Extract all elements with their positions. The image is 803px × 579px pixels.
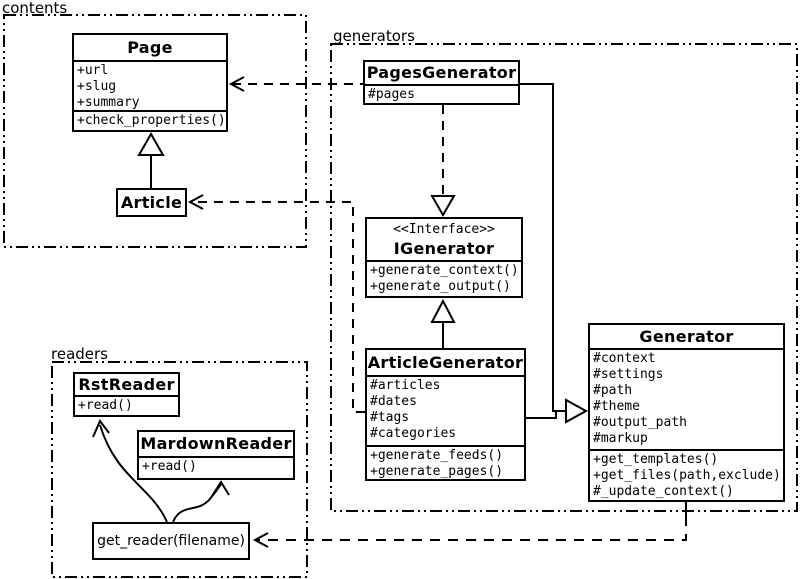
class-page-methods: +check_properties() (74, 110, 226, 130)
class-mardown-reader-title: MardownReader (140, 434, 292, 453)
package-label-readers: readers (51, 345, 108, 363)
inheritance-triangle-igenerator-bottom (430, 298, 456, 323)
class-generator-attributes: #context #settings #path #theme #output_… (590, 348, 783, 449)
method-generate-feeds: +generate_feeds() (370, 448, 504, 463)
getreader-to-mardownreader-curve (172, 483, 222, 523)
open-arrowhead-article (187, 194, 204, 210)
method-generate-pages: +generate_pages() (370, 464, 504, 479)
attribute-categories: #categories (370, 426, 457, 441)
articlegenerator-to-article-dependency-line (191, 201, 365, 413)
inheritance-triangle-generator (565, 398, 589, 424)
class-rst-reader-title: RstReader (78, 375, 175, 394)
class-pages-generator-attributes: #pages (365, 84, 518, 103)
class-igenerator-title: IGenerator (393, 239, 495, 258)
class-article-generator-attributes: #articles #dates #tags #categories (367, 375, 524, 445)
class-article-generator: ArticleGenerator #articles #dates #tags … (365, 348, 526, 481)
class-page-title: Page (127, 38, 173, 57)
package-label-generators: generators (333, 27, 415, 45)
class-article-generator-methods: +generate_feeds() +generate_pages() (367, 445, 524, 479)
inheritance-triangle-page (137, 131, 165, 156)
class-generator-title: Generator (639, 327, 734, 346)
class-generator: Generator #context #settings #path #them… (588, 323, 785, 502)
attribute-pages: #pages (368, 87, 415, 102)
method-get-templates: +get_templates() (593, 452, 719, 467)
function-label: get_reader(filename) (97, 533, 245, 549)
attribute-markup: #markup (593, 431, 648, 446)
attribute-dates: #dates (370, 394, 417, 409)
realization-triangle-igenerator-top (430, 195, 456, 217)
node-get-reader: get_reader(filename) (92, 522, 250, 560)
getreader-to-rstreader-curve (99, 424, 168, 523)
class-mardown-reader: MardownReader +read() (137, 430, 295, 480)
attribute-tags: #tags (370, 410, 410, 425)
class-igenerator-header: <<Interface>> IGenerator (367, 219, 521, 260)
package-label-contents: contents (2, 0, 68, 17)
attribute-path: #path (593, 383, 633, 398)
attribute-settings: #settings (593, 367, 664, 382)
class-page: Page +url +slug +summary +check_properti… (72, 33, 228, 132)
attribute-theme: #theme (593, 399, 640, 414)
attribute-slug: +slug (77, 79, 117, 94)
method-check-properties: +check_properties() (77, 113, 226, 128)
attribute-url: +url (77, 63, 109, 78)
articlegenerator-to-generator-line (526, 410, 566, 419)
class-igenerator-methods: +generate_context() +generate_output() (367, 260, 521, 296)
class-mardown-reader-methods: +read() (139, 456, 293, 478)
class-igenerator: <<Interface>> IGenerator +generate_conte… (365, 217, 523, 298)
class-rst-reader: RstReader +read() (73, 372, 180, 417)
method-read: +read() (78, 398, 133, 413)
open-arrowhead-get-reader (252, 532, 269, 548)
class-article-generator-title: ArticleGenerator (367, 353, 524, 372)
generators-package-border (330, 43, 798, 512)
attribute-output-path: #output_path (593, 415, 687, 430)
pagesgenerator-to-generator-line (520, 83, 566, 412)
stereotype-interface: <<Interface>> (393, 222, 495, 237)
class-page-attributes: +url +slug +summary (74, 60, 226, 110)
generator-to-getreader-dependency-line (256, 516, 687, 541)
attribute-summary: +summary (77, 95, 140, 110)
readers-package-border (51, 361, 308, 578)
method-update-context: #_update_context() (593, 484, 734, 499)
class-pages-generator-title: PagesGenerator (366, 63, 517, 82)
contents-package-border (3, 14, 307, 248)
method-generate-context: +generate_context() (370, 263, 519, 278)
open-arrowhead-page (228, 76, 245, 92)
class-article: Article (116, 188, 187, 217)
attribute-context: #context (593, 351, 656, 366)
open-arrowhead-rstreader (92, 419, 110, 438)
attribute-articles: #articles (370, 378, 441, 393)
method-read: +read() (142, 459, 197, 474)
class-article-title: Article (120, 193, 183, 212)
class-pages-generator: PagesGenerator #pages (363, 60, 520, 105)
class-generator-methods: +get_templates() +get_files(path,exclude… (590, 449, 783, 500)
open-arrowhead-mardownreader (211, 480, 230, 497)
method-get-files: +get_files(path,exclude) (593, 468, 781, 483)
method-generate-output: +generate_output() (370, 279, 511, 294)
class-rst-reader-methods: +read() (75, 395, 178, 415)
